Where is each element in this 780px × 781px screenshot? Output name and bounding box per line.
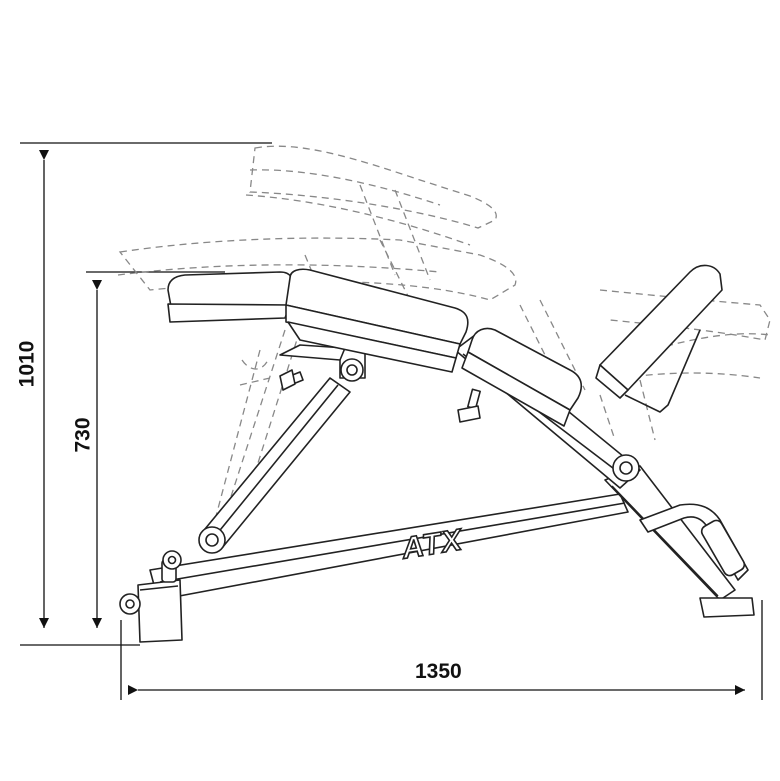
seat-height-label: 730 (71, 417, 95, 453)
pivot-joints (198, 358, 640, 554)
dimension-lines (20, 142, 763, 700)
upright-seat (599, 264, 723, 391)
bench (119, 264, 755, 643)
total-height-label: 1010 (15, 340, 39, 388)
length-label: 1350 (415, 660, 462, 683)
adjustment-knob-left (279, 369, 304, 391)
rear-foot (699, 597, 755, 618)
backrest-pad (467, 327, 583, 411)
seat-pad-middle (285, 268, 469, 345)
adjustment-knob-right (457, 388, 481, 423)
